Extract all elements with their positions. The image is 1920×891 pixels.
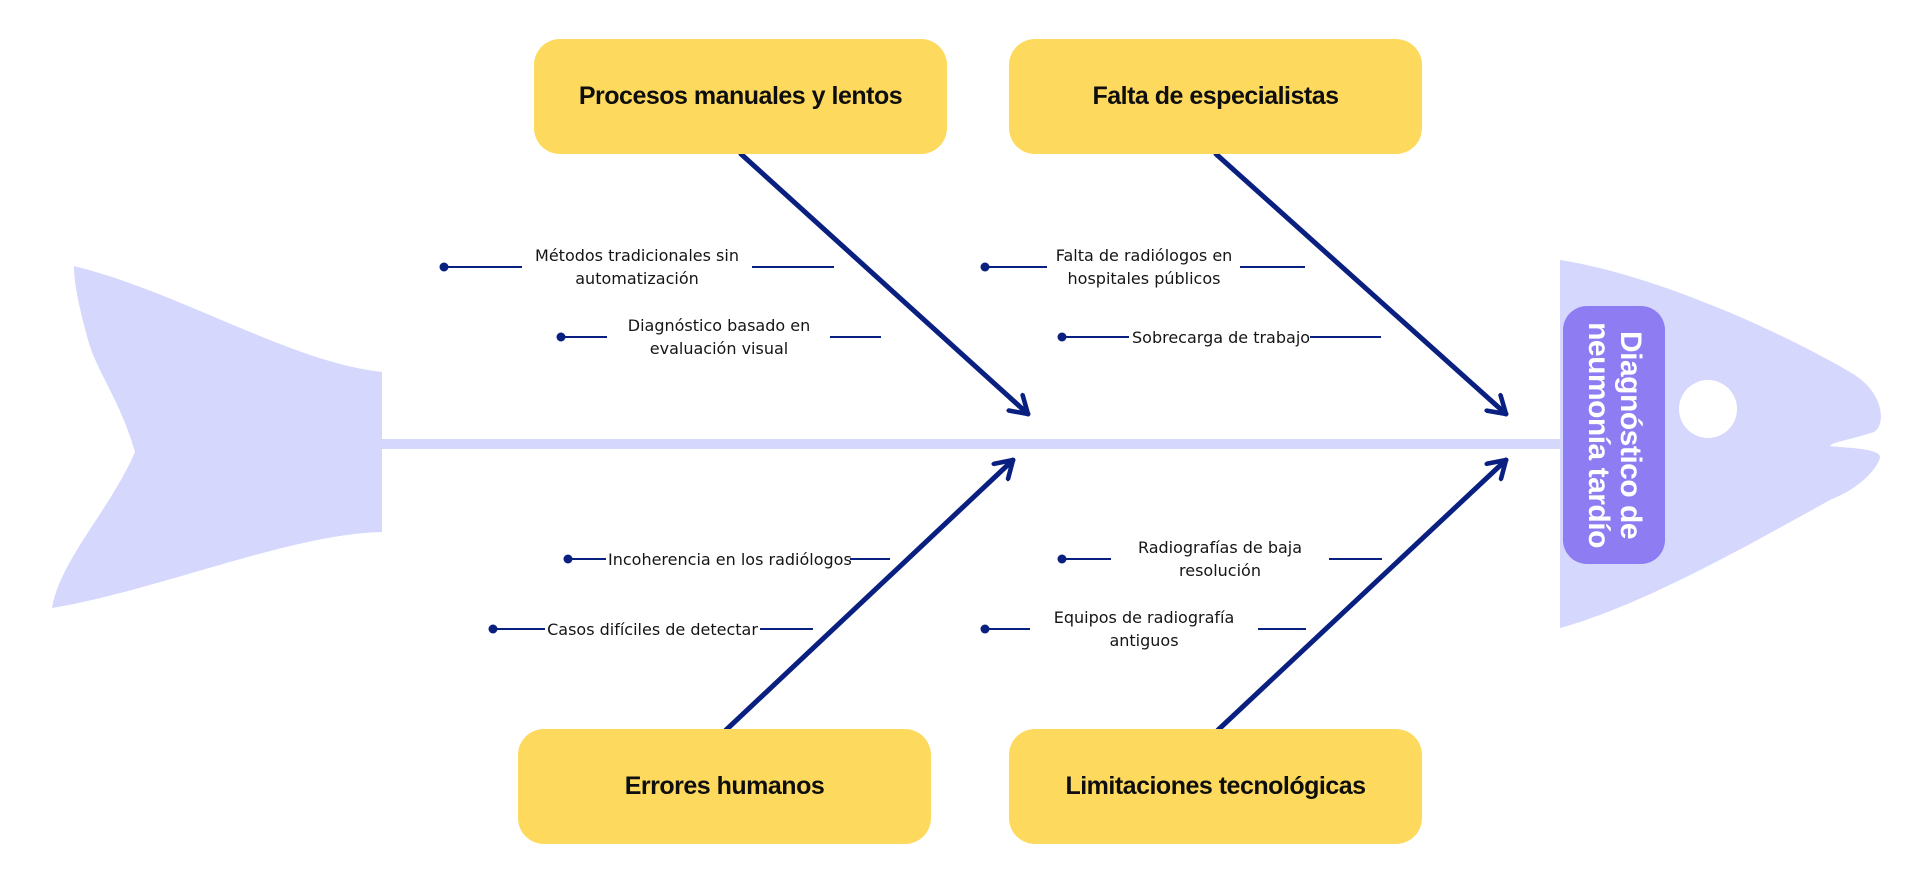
- category-falta: Falta de especialistas: [1009, 39, 1422, 154]
- bone-falta: [1213, 151, 1509, 417]
- cause-falta-1: Falta de radiólogos en hospitales públic…: [1055, 246, 1233, 288]
- cause-limites-1: Radiografías de baja resolución: [1137, 538, 1303, 580]
- cause-limites-2: Equipos de radiografía antiguos: [1053, 608, 1235, 650]
- cause-procesos-2: Diagnóstico basado en evaluación visual: [627, 316, 811, 358]
- fish-tail: [52, 266, 382, 608]
- effect-box: [1563, 306, 1665, 564]
- bone-procesos: [738, 151, 1031, 417]
- cause-errores-2: Casos difíciles de detectar: [547, 620, 758, 639]
- cause-falta-2: Sobrecarga de trabajo: [1132, 328, 1311, 347]
- bone-limites: [1215, 457, 1509, 733]
- fish-spine: [382, 439, 1560, 449]
- fish-eye: [1679, 380, 1737, 438]
- category-limites: Limitaciones tecnológicas: [1009, 729, 1422, 844]
- category-errores-label: Errores humanos: [624, 772, 825, 800]
- bone-errores: [723, 457, 1016, 733]
- category-errores: Errores humanos: [518, 729, 931, 844]
- effect-label: Diagnóstico de neumonía tardío: [1582, 322, 1647, 548]
- category-falta-label: Falta de especialistas: [1092, 82, 1339, 110]
- category-procesos: Procesos manuales y lentos: [534, 39, 947, 154]
- cause-procesos-1: Métodos tradicionales sin automatización: [535, 246, 739, 288]
- category-procesos-label: Procesos manuales y lentos: [578, 82, 903, 110]
- category-limites-label: Limitaciones tecnológicas: [1065, 772, 1366, 800]
- cause-errores-1: Incoherencia en los radiólogos: [608, 550, 852, 569]
